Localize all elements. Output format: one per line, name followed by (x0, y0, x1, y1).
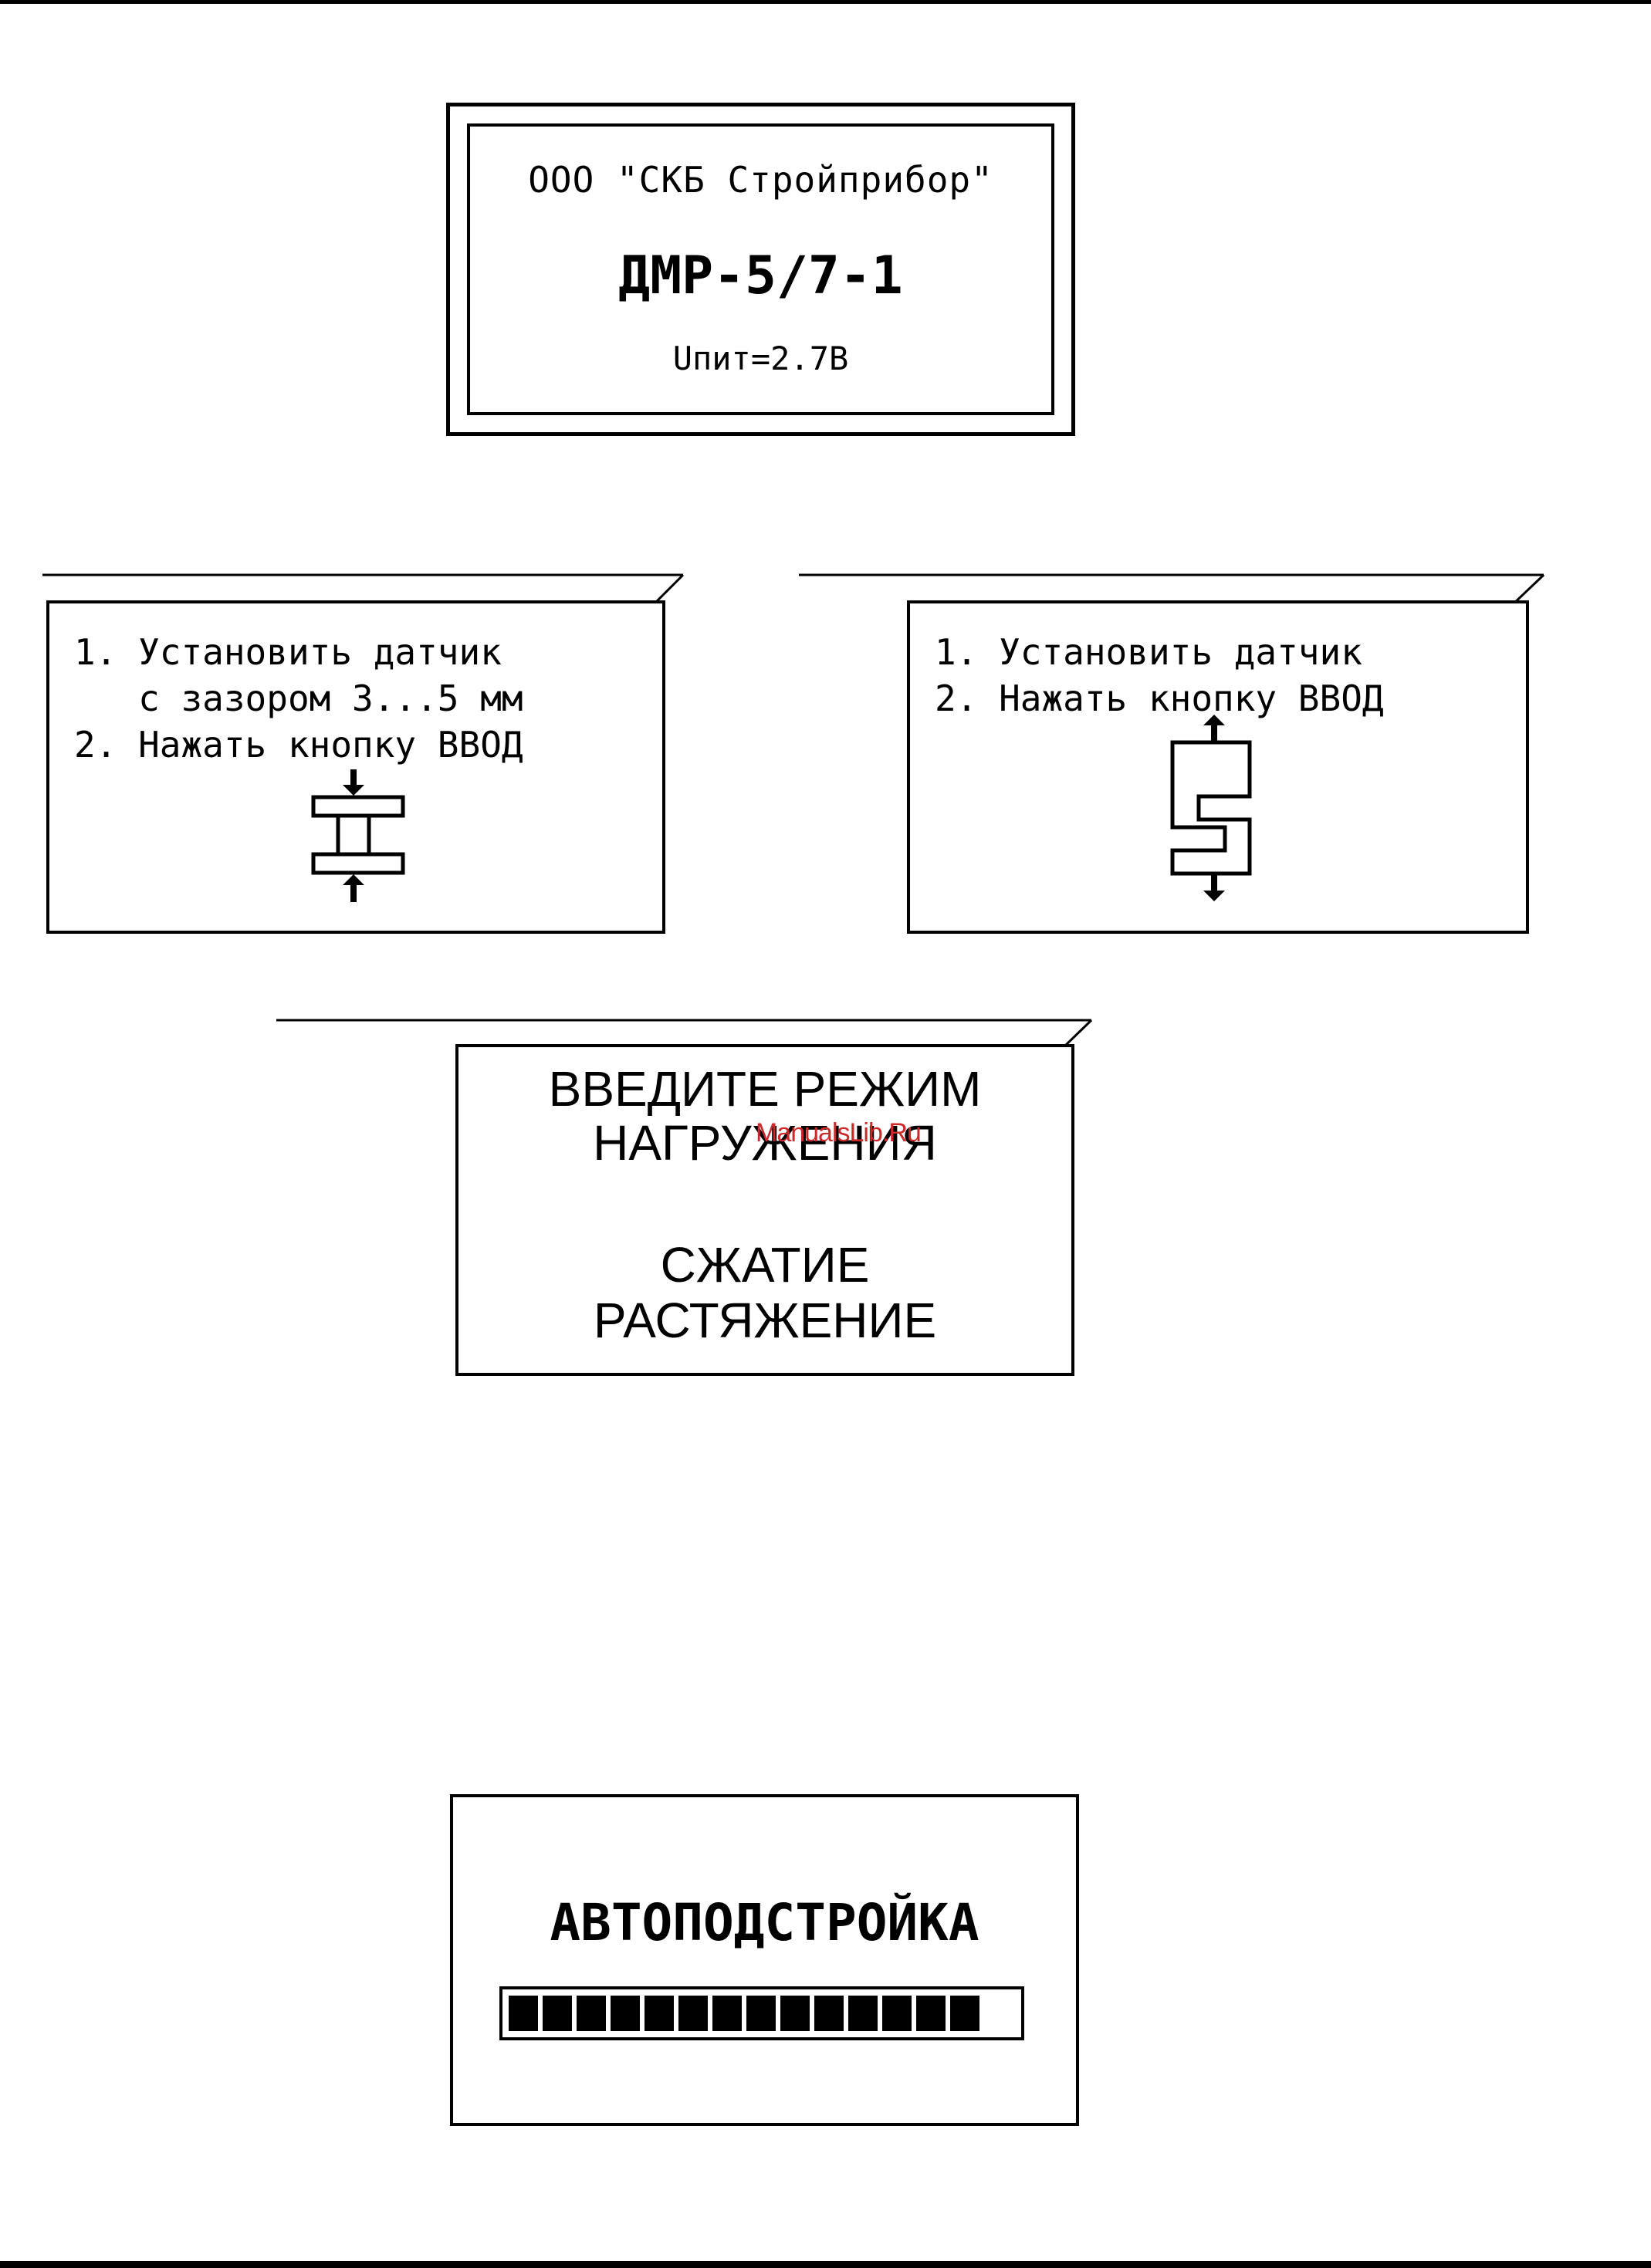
option-tension[interactable]: РАСТЯЖЕНИЕ (458, 1296, 1071, 1345)
instruction-line-1: 1. Установить датчик (74, 634, 502, 670)
instruction-line-2: 2. Нажать кнопку ВВОД (935, 681, 1384, 716)
instruction-line-3: 2. Нажать кнопку ВВОД (74, 727, 523, 762)
instruction-line-1: 1. Установить датчик (935, 634, 1362, 670)
install-compression-screen: 1. Установить датчик с зазором 3...5 мм … (46, 600, 665, 934)
watermark: ManualsLib.Ru (756, 1118, 921, 1148)
autotune-title: АВТОПОДСТРОЙКА (453, 1898, 1076, 1949)
loading-mode-screen: ВВЕДИТЕ РЕЖИМ НАГРУЖЕНИЯ СЖАТИЕ РАСТЯЖЕН… (455, 1044, 1074, 1376)
install-tension-screen: 1. Установить датчик 2. Нажать кнопку ВВ… (907, 600, 1529, 934)
option-compression[interactable]: СЖАТИЕ (458, 1240, 1071, 1289)
prompt-line-1: ВВЕДИТЕ РЕЖИМ (458, 1064, 1071, 1114)
progress-segment (644, 1996, 674, 2031)
progress-segment (780, 1996, 810, 2031)
progress-segment (950, 1996, 979, 2031)
progress-segment (509, 1996, 538, 2031)
progress-segment (848, 1996, 878, 2031)
progress-segment (543, 1996, 572, 2031)
tension-sensor-icon (1165, 711, 1273, 912)
progress-segment (712, 1996, 742, 2031)
progress-fill (509, 1996, 979, 2031)
progress-segment (577, 1996, 606, 2031)
progress-segment (678, 1996, 708, 2031)
progress-segment (916, 1996, 946, 2031)
instruction-line-2: с зазором 3...5 мм (74, 681, 523, 716)
progress-segment (814, 1996, 844, 2031)
progress-segment (882, 1996, 912, 2031)
progress-segment (611, 1996, 640, 2031)
autotune-progress-bar (499, 1986, 1024, 2040)
autotune-screen: АВТОПОДСТРОЙКА (450, 1794, 1079, 2126)
progress-segment (746, 1996, 776, 2031)
compression-sensor-icon (304, 769, 412, 924)
